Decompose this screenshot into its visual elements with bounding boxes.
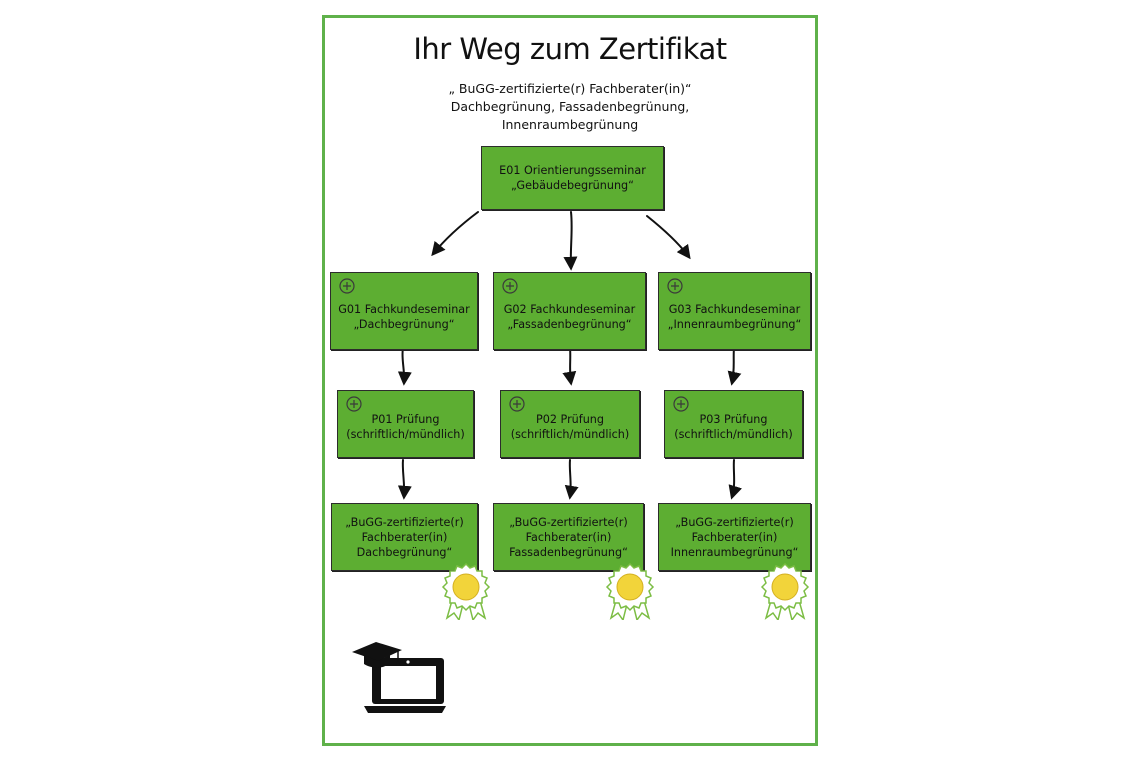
subtitle-line-3: Innenraumbegrünung [501, 117, 639, 132]
exam-label-p01: P01 Prüfung (schriftlich/mündlich) [346, 413, 465, 441]
plus-circle-icon [509, 396, 525, 412]
seminar-label-g01: G01 Fachkundeseminar „Dachbegrünung“ [338, 303, 470, 331]
certificate-box-c03: „BuGG-zertifizierte(r) Fachberater(in) I… [658, 503, 811, 571]
seminar-box-g01: G01 Fachkundeseminar „Dachbegrünung“ [330, 272, 478, 350]
arrow-e01-g03 [646, 215, 691, 260]
subtitle-line-1: „ BuGG-zertifizierte(r) Fachberater(in)“ [448, 81, 692, 96]
certificate-box-c02: „BuGG-zertifizierte(r) Fachberater(in) F… [493, 503, 644, 571]
exam-label-p02: P02 Prüfung (schriftlich/mündlich) [510, 413, 630, 441]
exam-box-p03: P03 Prüfung (schriftlich/mündlich) [664, 390, 803, 458]
laptop-graduation-cap-icon [352, 642, 446, 713]
orientation-seminar-box: E01 Orientierungsseminar „Gebäudebegrünu… [481, 146, 664, 210]
plus-circle-icon [667, 278, 683, 294]
certificate-label-c03: „BuGG-zertifizierte(r) Fachberater(in) I… [670, 515, 799, 559]
arrow-e01-g01 [431, 211, 479, 257]
subtitle: „ BuGG-zertifizierte(r) Fachberater(in)“… [322, 80, 818, 134]
plus-circle-icon [673, 396, 689, 412]
plus-circle-icon [339, 278, 355, 294]
exam-box-p02: P02 Prüfung (schriftlich/mündlich) [500, 390, 640, 458]
plus-circle-icon [346, 396, 362, 412]
arrow-p01-c01 [397, 459, 412, 500]
subtitle-line-2: Dachbegrünung, Fassadenbegrünung, [450, 99, 690, 114]
arrow-e01-g02 [563, 211, 578, 271]
certificate-box-c01: „BuGG-zertifizierte(r) Fachberater(in) D… [331, 503, 478, 571]
certificate-label-c01: „BuGG-zertifizierte(r) Fachberater(in) D… [345, 515, 464, 559]
award-rosette-icon [605, 562, 655, 620]
arrow-g03-p03 [727, 347, 742, 386]
award-rosette-icon [441, 562, 491, 620]
certificate-label-c02: „BuGG-zertifizierte(r) Fachberater(in) F… [509, 515, 628, 559]
award-rosette-icon [760, 562, 810, 620]
seminar-box-g03: G03 Fachkundeseminar „Innenraumbegrünung… [658, 272, 811, 350]
page-title: Ihr Weg zum Zertifikat [413, 32, 727, 66]
arrow-g01-p01 [397, 347, 412, 386]
orientation-seminar-label: E01 Orientierungsseminar „Gebäudebegrünu… [499, 164, 646, 192]
arrow-p02-c02 [564, 459, 579, 500]
exam-label-p03: P03 Prüfung (schriftlich/mündlich) [674, 413, 793, 441]
seminar-label-g02: G02 Fachkundeseminar „Fassadenbegrünung“ [503, 303, 636, 331]
exam-box-p01: P01 Prüfung (schriftlich/mündlich) [337, 390, 474, 458]
seminar-box-g02: G02 Fachkundeseminar „Fassadenbegrünung“ [493, 272, 646, 350]
plus-circle-icon [502, 278, 518, 294]
arrow-g02-p02 [562, 347, 577, 386]
seminar-label-g03: G03 Fachkundeseminar „Innenraumbegrünung… [667, 303, 802, 331]
arrow-p03-c03 [728, 459, 742, 500]
